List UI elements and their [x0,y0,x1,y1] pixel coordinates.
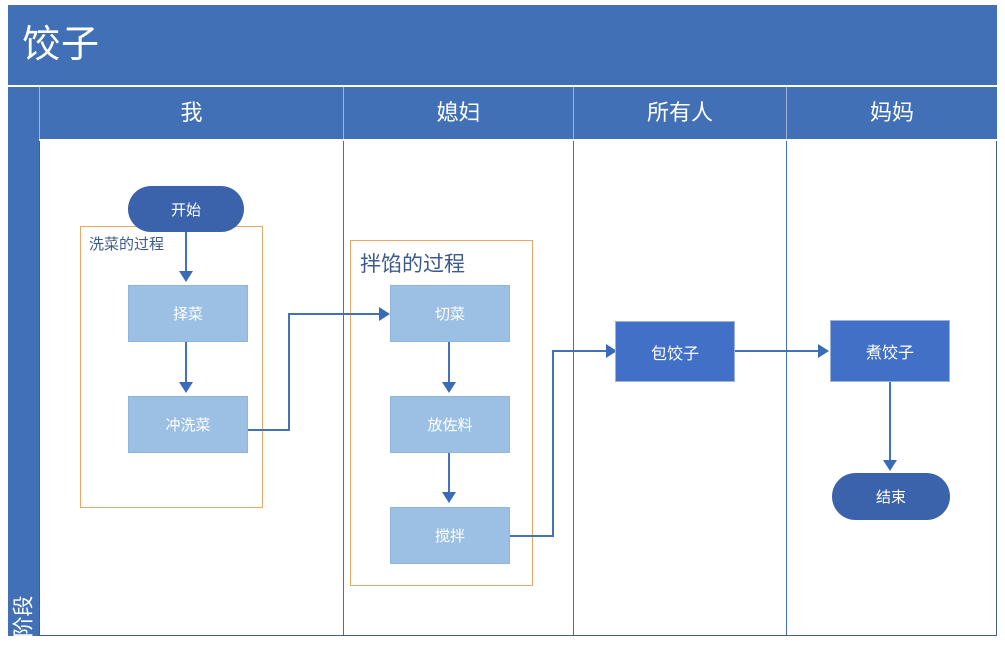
node-baojiaozi[interactable]: 包饺子 [615,321,735,382]
node-end[interactable]: 结束 [832,473,950,520]
arrowhead-zuoliao-to-jiaoban [442,492,456,503]
arrowhead-chongxi-to-qiecai [379,307,390,321]
phase-label: 阶段 [12,595,36,638]
connector-qiecai-to-zuoliao [448,342,450,390]
node-zecai[interactable]: 择菜 [128,285,248,342]
group-title-wash: 洗菜的过程 [89,236,165,253]
arrowhead-jiaoban-to-baojiaozi [606,344,617,358]
lane-header-wife: 媳妇 [343,87,573,139]
phase-band: 阶段 [8,87,39,638]
connector-baojiaozi-to-zhujiaozi [735,350,823,352]
lane-body-mom [786,141,997,636]
lane-header-everyone: 所有人 [573,87,786,139]
lane-header-mom: 妈妈 [786,87,997,139]
flowchart-canvas: 饺子 阶段 我 媳妇 所有人 妈妈 洗菜的过程 拌馅的过程 开 [8,5,997,638]
connector-jiaoban-right [510,535,554,537]
arrowhead-start-to-zecai [179,271,193,282]
node-chongxicai[interactable]: 冲洗菜 [128,396,248,453]
arrowhead-zhujiaozi-to-end [883,460,897,471]
node-zhujiaozi[interactable]: 煮饺子 [830,320,950,382]
connector-jiaoban-to-baojiaozi [552,350,612,352]
arrowhead-zecai-to-chongxi [179,382,193,393]
lane-header-me: 我 [39,87,343,139]
connector-zecai-to-chongxi [185,342,187,390]
arrowhead-qiecai-to-zuoliao [442,382,456,393]
connector-jiaoban-up [552,350,554,537]
connector-chongxi-to-qiecai [288,313,382,315]
group-box-wash [80,226,263,508]
connector-chongxi-right [248,429,290,431]
arrowhead-baojiaozi-to-zhujiaozi [818,344,829,358]
connector-zuoliao-to-jiaoban [448,453,450,501]
connector-chongxi-up [288,313,290,431]
group-box-filling [350,240,533,586]
group-title-filling: 拌馅的过程 [360,253,465,276]
node-start[interactable]: 开始 [128,186,244,232]
node-qiecai[interactable]: 切菜 [390,285,510,342]
connector-start-to-zecai [185,231,187,273]
diagram-title: 饺子 [22,24,101,66]
node-jiaoban[interactable]: 搅拌 [390,507,510,564]
connector-zhujiaozi-to-end [889,382,891,465]
lane-body-everyone [573,141,786,636]
diagram-title-band: 饺子 [8,5,997,85]
node-fangzuoliao[interactable]: 放佐料 [390,396,510,453]
